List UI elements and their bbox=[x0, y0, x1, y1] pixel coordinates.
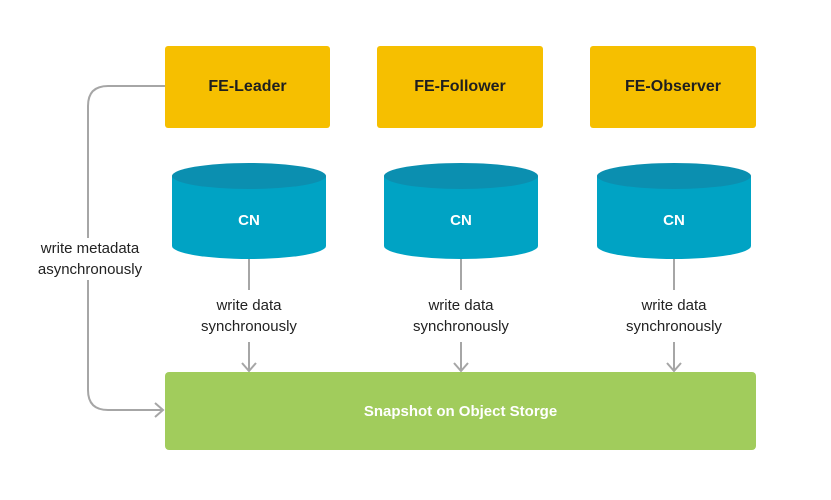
cn-label-3: CN bbox=[663, 212, 685, 229]
fe-observer-box: FE-Observer bbox=[590, 46, 756, 128]
fe-follower-label: FE-Follower bbox=[414, 78, 506, 95]
data-edge-label-2: write data synchronously bbox=[413, 297, 509, 335]
fe-leader-box: FE-Leader bbox=[165, 46, 330, 128]
metadata-edge-label: write metadata asynchronously bbox=[20, 238, 160, 280]
cn-cylinder-2 bbox=[384, 163, 538, 259]
cn-label-1: CN bbox=[238, 212, 260, 229]
cn3-arrowhead bbox=[666, 362, 682, 373]
cn-cylinder-1 bbox=[172, 163, 326, 259]
object-storage-label: Snapshot on Object Storge bbox=[363, 402, 558, 420]
data-edge-label-1: write data synchronously bbox=[201, 297, 297, 335]
cn-label-2: CN bbox=[450, 212, 472, 229]
object-storage-box: Snapshot on Object Storge bbox=[165, 372, 756, 450]
cn-cylinder-3 bbox=[597, 163, 751, 259]
fe-leader-label: FE-Leader bbox=[208, 78, 287, 95]
metadata-arrowhead bbox=[154, 402, 165, 418]
fe-follower-box: FE-Follower bbox=[377, 46, 543, 128]
cn1-arrowhead bbox=[241, 362, 257, 373]
cn2-arrowhead bbox=[453, 362, 469, 373]
fe-observer-label: FE-Observer bbox=[624, 78, 722, 95]
data-edge-label-3: write data synchronously bbox=[626, 297, 722, 335]
